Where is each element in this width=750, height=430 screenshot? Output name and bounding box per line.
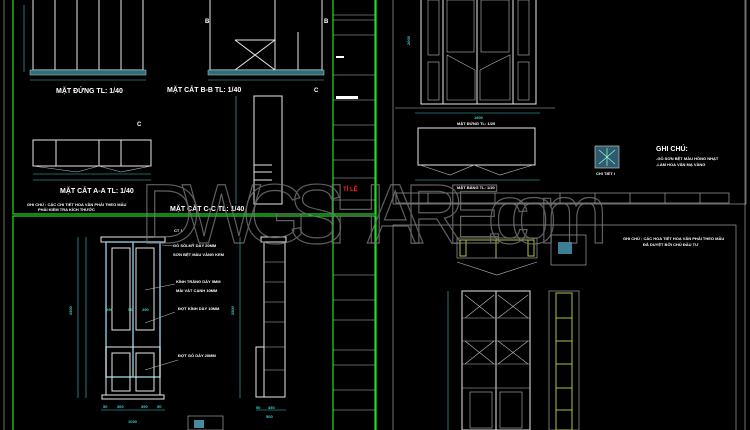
door-elevation: 2000 1800 MẶT ĐỨNG TL: 1/20 bbox=[395, 0, 555, 126]
section-a-a: C MẶT CẮT A-A TL: 1/40 GHI CHÚ : CÁC CHI… bbox=[27, 122, 152, 212]
cabinet-plan bbox=[456, 234, 587, 276]
dim: 50 bbox=[256, 405, 261, 410]
section-mark-c: C bbox=[137, 122, 142, 128]
detail-i: CHI TIẾT I bbox=[594, 145, 620, 176]
sheet-frames bbox=[3, 0, 747, 430]
dim: 50 bbox=[128, 307, 133, 312]
bookcase-elevation: 2500 50 360 390 50 1000 290 50 290 CT 1 … bbox=[68, 228, 225, 424]
view-label-section-a-a: MẶT CẮT A-A TL: 1/40 bbox=[60, 186, 134, 195]
section-mark-b: B bbox=[205, 19, 210, 25]
dim: 50 bbox=[157, 404, 162, 409]
callout: KÍNH TRẮNG DÀY 5MM bbox=[176, 279, 221, 284]
section-mark-b: B bbox=[324, 19, 329, 25]
wardrobe-elevation: MẶT ĐỨNG TL: 1/40 bbox=[23, 0, 147, 95]
dim-width: 1000 bbox=[128, 419, 138, 424]
callout: GỖ SỒI-MỸ DÀY 20MM bbox=[173, 243, 217, 248]
note-line: -LÀM HOA VĂN MẠ VÀNG bbox=[656, 162, 705, 167]
notes-bottom-right: GHI CHÚ : CÁC HOA TIẾT HOA VĂN PHẢI THEO… bbox=[623, 236, 724, 247]
view-label-door-plan: MẶT BẰNG TL: 1/20 bbox=[457, 185, 496, 190]
title-block-top: TỈ LỆ bbox=[333, 14, 375, 201]
dim: 390 bbox=[141, 404, 148, 409]
title-block-bottom bbox=[333, 274, 375, 411]
bookcase-side: 2500 50 450 500 bbox=[187, 236, 287, 430]
note-line: -GỖ SƠN BỆT MÀU HỒNG NHẠT bbox=[656, 156, 719, 161]
note-text: GHI CHÚ : CÁC CHI TIẾT HOA VĂN PHẢI THEO… bbox=[27, 202, 127, 207]
section-b-b: B B C MẶT CẮT B-B TL: 1/40 bbox=[167, 0, 329, 94]
view-label-section-b-b: MẶT CẮT B-B TL: 1/40 bbox=[167, 85, 241, 94]
view-label-section-c-c: MẶT CẮT C-C TL: 1/40 bbox=[170, 204, 244, 213]
note-text: PHẢI KIỂM TRA KÍCH THƯỚC bbox=[38, 207, 95, 212]
dim-height: 2000 bbox=[406, 35, 411, 45]
note-text: GHI CHÚ : CÁC HOA TIẾT HOA VĂN PHẢI THEO… bbox=[623, 236, 724, 241]
dim: 50 bbox=[103, 404, 108, 409]
callout: ĐỢT GỖ DÀY 20MM bbox=[178, 353, 216, 358]
title-strip-top-right bbox=[395, 192, 730, 204]
note-text: ĐÃ DUYỆT BỞI CHỦ ĐẦU TƯ bbox=[643, 242, 699, 247]
dim-height: 2500 bbox=[68, 305, 73, 315]
section-c-c: MẶT CẮT C-C TL: 1/40 bbox=[170, 95, 283, 213]
view-label-door-elevation: MẶT ĐỨNG TL: 1/20 bbox=[457, 121, 496, 126]
dim: 450 bbox=[268, 405, 275, 410]
dim: 290 bbox=[106, 307, 113, 312]
title-block-red-label: TỈ LỆ bbox=[343, 185, 358, 193]
dim-height: 2500 bbox=[230, 305, 235, 315]
cabinet-elevation bbox=[447, 290, 531, 430]
dim-side-width: 500 bbox=[266, 414, 273, 419]
notes-title: GHI CHÚ: bbox=[656, 144, 688, 153]
cabinet-side bbox=[548, 290, 580, 430]
callout: CT 1 bbox=[174, 228, 183, 233]
callout: MÀI VÁT CẠNH 10MM bbox=[176, 288, 218, 293]
detail-label: CHI TIẾT I bbox=[596, 171, 615, 176]
section-mark-c: C bbox=[314, 88, 319, 94]
notes-top-right: GHI CHÚ: -GỖ SƠN BỆT MÀU HỒNG NHẠT -LÀM … bbox=[656, 144, 719, 167]
dim: 290 bbox=[142, 307, 149, 312]
callout: ĐỢT KÍNH DÀY 10MM bbox=[178, 306, 220, 311]
dim: 360 bbox=[117, 404, 124, 409]
door-plan: MẶT BẰNG TL: 1/20 bbox=[415, 127, 540, 190]
callout: SƠN BỆT MÀU VÀNG KEM bbox=[173, 252, 225, 257]
watermark: DWGSHARE.com bbox=[140, 167, 610, 261]
dim-width: 1800 bbox=[474, 115, 484, 120]
view-label-mat-dung: MẶT ĐỨNG TL: 1/40 bbox=[56, 86, 123, 95]
